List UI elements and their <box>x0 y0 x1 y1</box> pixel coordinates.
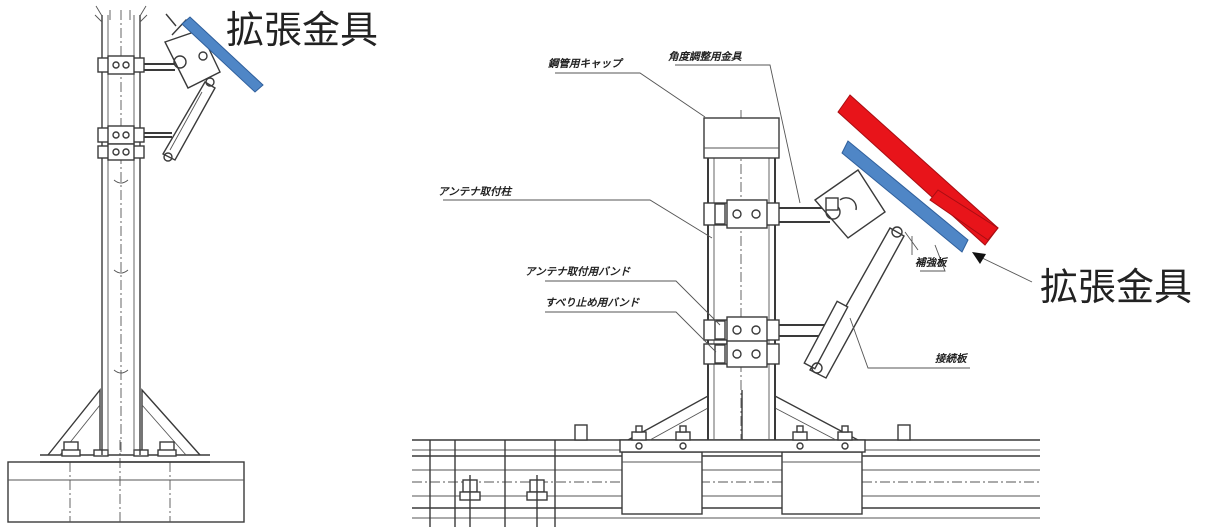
left-figure: 拡張金具 <box>7 5 378 523</box>
label-antenna-band: アンテナ取付用バンド <box>525 265 632 278</box>
right-figure: 鋼管用キャップ 角度調整用金具 アンテナ取付柱 アンテナ取付用バンド すべり止め… <box>412 50 1192 527</box>
right-expansion-bracket <box>841 140 969 253</box>
right-lower-bolts <box>459 475 548 527</box>
left-pole <box>94 5 148 455</box>
right-callout-label: 拡張金具 <box>1040 265 1192 309</box>
label-connecting-plate: 接続板 <box>935 352 969 365</box>
left-support-arm <box>162 77 216 162</box>
label-angle-fitting: 角度調整用金具 <box>668 50 742 63</box>
right-leader-lines <box>443 64 1033 369</box>
label-reinforcing-plate: 補強板 <box>915 256 949 269</box>
right-red-panel-inner <box>929 189 999 241</box>
right-slip-stop-bands <box>703 316 780 368</box>
left-expansion-bracket <box>181 16 264 93</box>
left-anchor-bolts <box>61 441 177 457</box>
right-antenna-band <box>703 199 780 229</box>
right-angle-fitting <box>813 169 886 239</box>
right-connecting-plate <box>803 226 919 379</box>
right-base-boxes <box>621 451 863 515</box>
label-slip-stop-band: すべり止め用バンド <box>545 297 641 309</box>
right-pipe-cap <box>703 117 780 159</box>
callout-arrowhead <box>972 252 986 264</box>
right-base-plate <box>619 390 866 453</box>
left-base-slab <box>7 461 245 523</box>
label-pipe-cap: 鋼管用キャップ <box>548 57 624 70</box>
left-bands <box>97 55 175 161</box>
label-antenna-pole: アンテナ取付柱 <box>438 185 513 198</box>
left-callout-label: 拡張金具 <box>226 8 378 52</box>
